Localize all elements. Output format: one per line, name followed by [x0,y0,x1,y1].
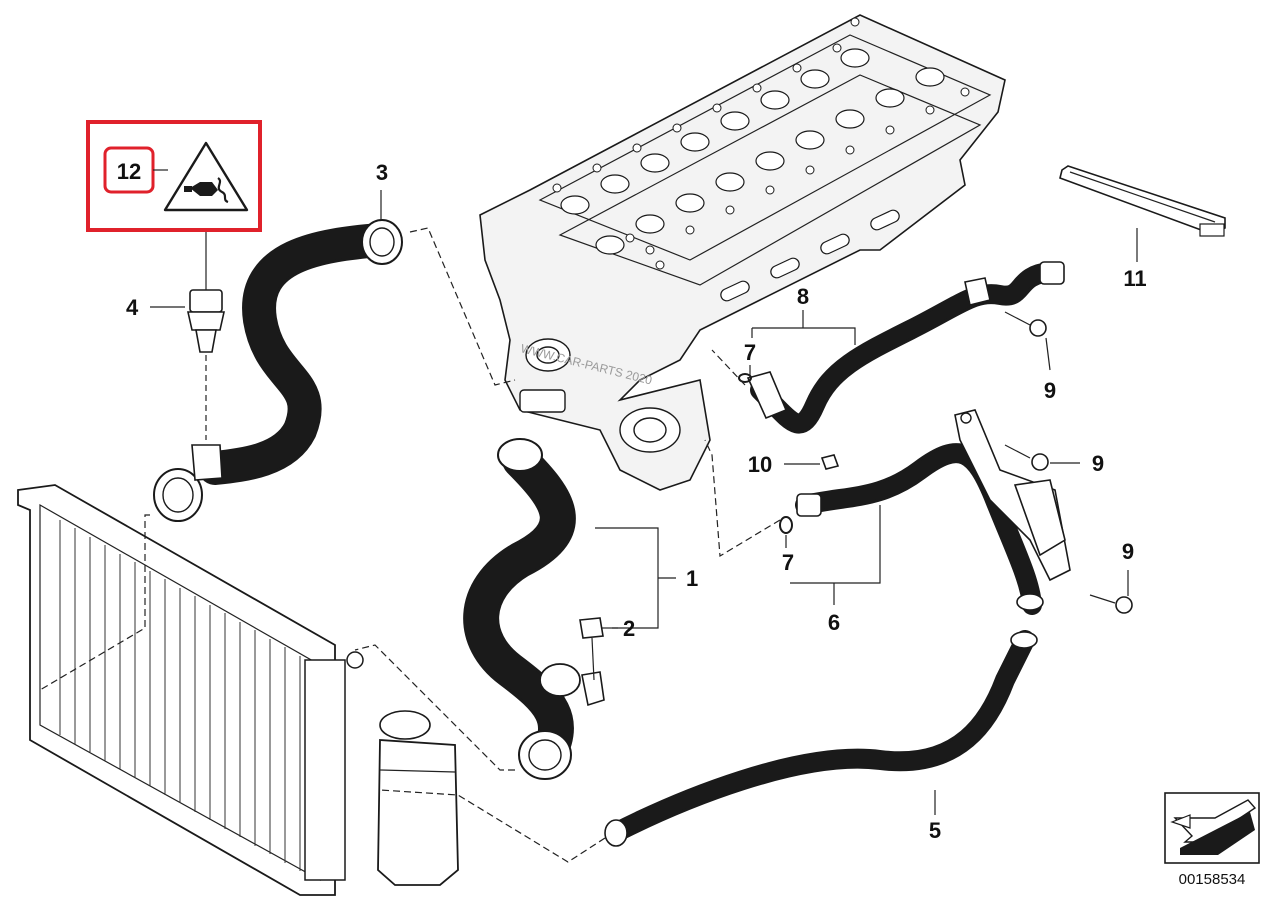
radiator-side-tank [304,659,346,881]
dashed-link-hose6-engine [704,439,781,558]
leader-8 [751,310,856,345]
hose-6-end-fitting [796,493,822,517]
intake-ports [720,209,900,302]
callout-4: 4 [126,295,139,320]
coolant-temperature-sensor [187,289,225,353]
hose-5-end-fitting [604,819,628,847]
tool-warning-triangle-icon [163,141,249,212]
o-ring-7-upper [738,373,752,383]
hose-8-heater [746,261,1065,434]
hose-1-clamp-radiator [518,730,572,780]
plug-10 [820,454,840,470]
expansion-tank [377,710,459,886]
leader-lines [39,190,1138,863]
callout-8: 8 [797,284,809,309]
callout-9-middle: 9 [1092,451,1104,476]
bolt-9-lower [1089,594,1133,614]
radiator-fins [59,520,301,871]
bolt-9-middle [1004,444,1049,471]
callout-3: 3 [376,160,388,185]
callout-9-lower: 9 [1122,539,1134,564]
engine-head-outline [479,14,1006,491]
callout-7-lower: 7 [782,550,794,575]
hose-8-end-fitting [1039,261,1065,285]
water-pump-housing [519,338,681,453]
leader-1 [595,527,676,629]
callout-6: 6 [828,610,840,635]
callout-9-upper: 9 [1044,378,1056,403]
radiator-frame [17,484,336,896]
o-ring-7-lower [779,516,793,534]
callout-10: 10 [748,452,772,477]
callout-2: 2 [623,616,635,641]
highlight-box-12: 12 [86,120,262,232]
leader-6 [790,505,881,605]
dashed-link-hose1-radiator [354,644,515,771]
head-bolts [552,17,970,270]
callout-labels: 1 2 3 4 5 6 7 7 8 9 9 9 10 11 [126,160,1147,843]
cable-tie-11 [1059,165,1226,237]
expansion-tank-cap [379,710,431,740]
dashed-link-hose3-engine [409,227,516,386]
hose-6-heater [795,443,1044,615]
hose-1-lower [463,438,605,780]
callout-12: 12 [117,159,141,184]
o-rings-7 [738,373,793,534]
document-number: 00158534 [1179,871,1246,888]
leader-9-upper [1045,337,1051,371]
dashed-link-hose5-tank [379,789,606,863]
drain-plug-bolt [579,617,604,681]
camshaft-caps [560,48,945,255]
hose-8-inlet-connector [746,371,788,420]
expansion-tank-body [377,739,459,886]
hose-5-expansion [604,630,1038,847]
callout-1: 1 [686,566,698,591]
navigation-arrow-icon [1164,792,1260,864]
dashed-link-hose8-engine [711,349,746,386]
callout-5: 5 [929,818,941,843]
engine-cylinder-head [479,14,1006,491]
heater-hose-bracket [954,409,1071,582]
radiator-inlet-neck [346,651,364,669]
bolt-9-upper [1004,311,1047,337]
hose-3-clamp-radiator [153,468,203,522]
hose-1-clamp-engine [497,438,543,472]
callout-7-upper: 7 [744,340,756,365]
bolts-9 [1004,311,1133,614]
hose-3-clamp-engine [361,219,403,265]
hose-3-upper [153,219,403,522]
callout-11: 11 [1123,266,1146,291]
radiator [17,484,364,896]
dashed-link-hose3-radiator [39,514,150,691]
